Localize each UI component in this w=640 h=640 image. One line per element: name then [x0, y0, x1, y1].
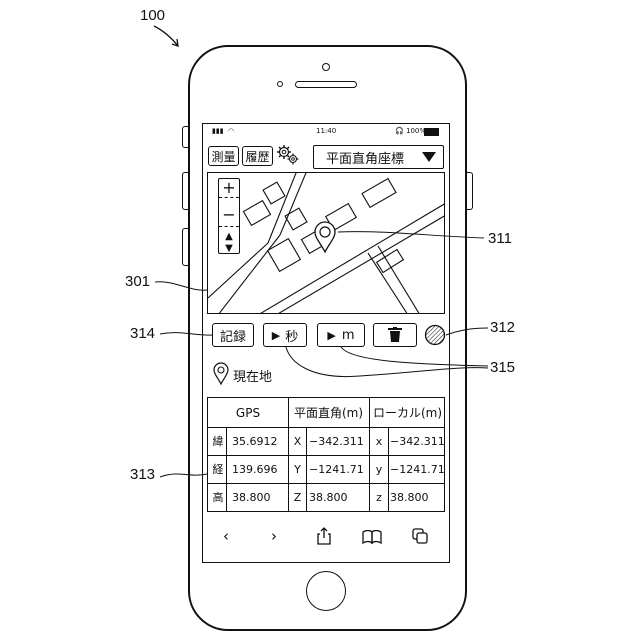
local-x-value: −342.311 [390, 427, 446, 455]
zoom-divider [219, 226, 239, 227]
map-reference-label: 301 [125, 273, 150, 290]
back-icon[interactable]: ‹ [223, 527, 229, 545]
column-header-plane: 平面直角(m) [288, 398, 369, 427]
play-icon: ▶ [327, 329, 335, 342]
timer-reference-label: 315 [490, 359, 515, 376]
marker-reference-label: 311 [488, 230, 512, 247]
indicator-reference-label: 312 [490, 319, 515, 336]
signal-icon: ▮▮▮ [212, 127, 224, 135]
survey-button[interactable]: 測量 [208, 146, 239, 166]
local-axis-y: y [370, 455, 388, 483]
speaker-grille [295, 81, 357, 88]
row-label-longitude: 経 [210, 455, 226, 483]
tabs-icon[interactable] [412, 528, 428, 544]
settings-icon[interactable] [275, 143, 301, 167]
seconds-label: 秒 [285, 326, 298, 345]
column-header-local: ローカル(m) [369, 398, 446, 427]
share-icon[interactable] [317, 527, 331, 545]
forward-icon[interactable]: › [271, 527, 277, 545]
zoom-divider [219, 197, 239, 198]
zoom-in-button[interactable]: + [219, 179, 239, 197]
plane-axis-y: Y [289, 455, 306, 483]
status-bar: ▮▮▮ ◠ 11:40 🎧 100% [210, 127, 442, 138]
status-indicator [424, 324, 446, 346]
plane-y-value: −1241.71 [309, 455, 369, 483]
meters-button[interactable]: ▶ m [317, 323, 365, 347]
table-reference-label: 313 [130, 466, 155, 483]
bookmarks-icon[interactable] [362, 530, 382, 544]
local-z-value: 38.800 [390, 483, 446, 511]
record-button[interactable]: 記録 [212, 323, 254, 347]
gps-height-value: 38.800 [232, 483, 288, 511]
row-label-latitude: 緯 [210, 427, 226, 455]
front-camera [322, 63, 330, 71]
battery-icon [424, 128, 439, 136]
local-axis-z: z [370, 483, 388, 511]
gps-latitude-value: 35.6912 [232, 427, 288, 455]
play-icon: ▶ [272, 329, 280, 342]
local-y-value: −1241.71 [390, 455, 446, 483]
gps-longitude-value: 139.696 [232, 455, 288, 483]
zoom-control: + − ▲▼ [218, 178, 240, 254]
column-header-gps: GPS [208, 398, 288, 427]
row-label-height: 高 [210, 483, 226, 511]
wifi-icon: ◠ [228, 127, 234, 135]
local-axis-x: x [370, 427, 388, 455]
compass-icon[interactable]: ▲▼ [219, 231, 239, 255]
zoom-out-button[interactable]: − [219, 206, 239, 224]
plane-axis-x: X [289, 427, 306, 455]
current-location-icon [212, 362, 230, 386]
device-reference-arrow [150, 22, 190, 52]
location-marker-icon[interactable] [312, 220, 338, 254]
coordinates-table: GPS 平面直角(m) ローカル(m) 緯 35.6912 X −342.311… [207, 397, 445, 512]
sensor [277, 81, 283, 87]
current-location-label: 現在地 [233, 366, 272, 385]
plane-x-value: −342.311 [309, 427, 369, 455]
record-reference-label: 314 [130, 325, 155, 342]
plane-z-value: 38.800 [309, 483, 369, 511]
status-time: 11:40 [316, 127, 336, 135]
plane-axis-z: Z [289, 483, 306, 511]
trash-icon [387, 327, 403, 343]
battery-percent: 100% [406, 127, 426, 135]
history-button[interactable]: 履歴 [242, 146, 273, 166]
seconds-button[interactable]: ▶ 秒 [263, 323, 307, 347]
delete-button[interactable] [373, 323, 417, 347]
headphones-icon: 🎧 [395, 127, 404, 135]
home-button[interactable] [306, 571, 346, 611]
coordinate-system-value: 平面直角座標 [326, 148, 404, 167]
meters-label: m [342, 328, 355, 343]
chevron-down-icon [422, 152, 436, 162]
coordinate-system-select[interactable]: 平面直角座標 [313, 145, 444, 169]
